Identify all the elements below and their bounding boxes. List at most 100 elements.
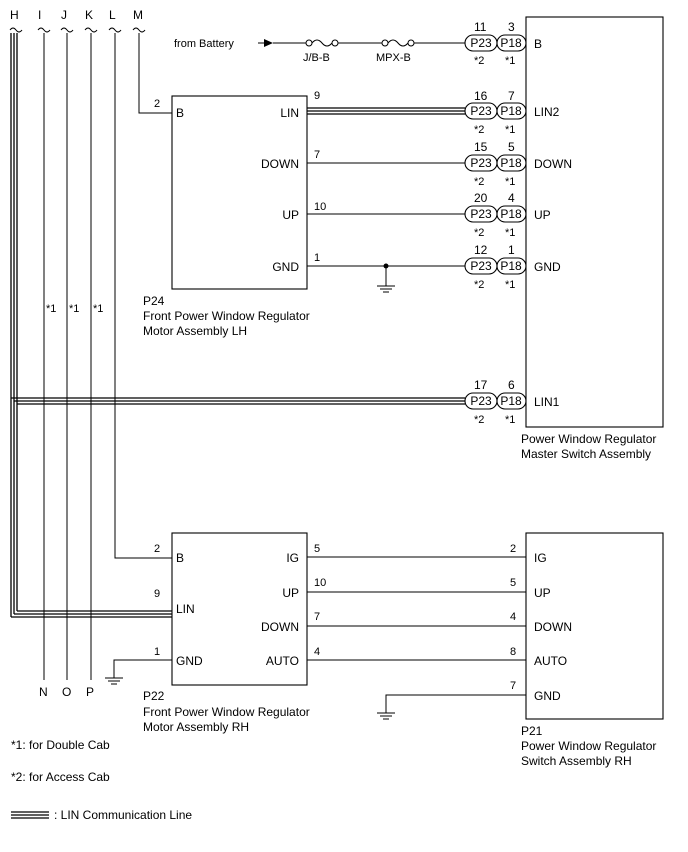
legend-note1: *1: for Double Cab: [11, 738, 110, 752]
wire-l: [114, 33, 172, 559]
p22-num-auto: 4: [314, 646, 320, 658]
master-pin-up: UP: [534, 208, 551, 222]
svg-text:*2: *2: [474, 227, 484, 239]
svg-text:5: 5: [508, 140, 515, 154]
ground-icon: [377, 266, 395, 293]
svg-text:15: 15: [474, 140, 488, 154]
connector-row-lin1: 17 6 P23 P18 *2 *1: [464, 378, 527, 426]
label-o: O: [62, 685, 71, 699]
squiggle-mark: [132, 27, 146, 33]
p21-num-gnd: 7: [510, 680, 516, 692]
svg-text:*1: *1: [505, 176, 515, 188]
svg-text:P23: P23: [470, 36, 492, 50]
p21-pin-ig: IG: [534, 551, 547, 565]
p24-num-gnd: 1: [314, 252, 320, 264]
fuse-jb-b: [305, 39, 339, 47]
lin-bus-h: [9, 27, 465, 618]
fuse1-label: J/B-B: [303, 52, 330, 64]
label-i: I: [38, 8, 41, 22]
p22-code: P22: [143, 689, 165, 703]
p22-pin-auto: AUTO: [266, 654, 299, 668]
squiggle-mark: [60, 27, 74, 33]
svg-text:P18: P18: [500, 394, 522, 408]
master-pin-gnd: GND: [534, 260, 561, 274]
svg-text:16: 16: [474, 89, 488, 103]
p24-name2: Motor Assembly LH: [143, 324, 247, 338]
connector-row-lin2: 16 7 P23 P18 *2 *1: [464, 89, 527, 136]
p21-pin-gnd: GND: [534, 689, 561, 703]
p24-code: P24: [143, 294, 165, 308]
label-n: N: [39, 685, 48, 699]
p24-num-lin: 9: [314, 90, 320, 102]
master-pin-down: DOWN: [534, 157, 572, 171]
p22-pin-down: DOWN: [261, 620, 299, 634]
p21-name1: Power Window Regulator: [521, 739, 656, 753]
svg-text:P18: P18: [500, 156, 522, 170]
p22-name2: Motor Assembly RH: [143, 720, 249, 734]
svg-text:3: 3: [508, 20, 515, 34]
master-pin-lin1: LIN1: [534, 395, 560, 409]
p22-num-ig: 5: [314, 543, 320, 555]
connector-row-b: 11 3 P23 P18 *2 *1: [464, 20, 527, 67]
p21-num-auto: 8: [510, 646, 516, 658]
side-note-2: *1: [69, 303, 79, 315]
p24-pin-lin: LIN: [280, 106, 299, 120]
label-j: J: [61, 8, 67, 22]
svg-text:17: 17: [474, 378, 488, 392]
p24-pin-gnd: GND: [272, 260, 299, 274]
p22-pin-lin: LIN: [176, 602, 195, 616]
p24-num-up: 10: [314, 201, 326, 213]
lin-legend-swatch: [11, 811, 49, 819]
master-pin-b: B: [534, 37, 542, 51]
squiggle-mark: [108, 27, 122, 33]
svg-text:P18: P18: [500, 259, 522, 273]
svg-text:P23: P23: [470, 156, 492, 170]
svg-text:*2: *2: [474, 124, 484, 136]
battery-label: from Battery: [174, 38, 234, 50]
label-h: H: [10, 8, 19, 22]
svg-text:*1: *1: [505, 227, 515, 239]
wire-m: [138, 33, 172, 114]
ground-icon: [105, 659, 172, 685]
connector-row-up: 20 4 P23 P18 *2 *1: [464, 191, 527, 239]
side-note-1: *1: [46, 303, 56, 315]
squiggle-mark: [37, 27, 51, 33]
p21-pin-up: UP: [534, 586, 551, 600]
legend-lin: : LIN Communication Line: [54, 808, 192, 822]
svg-text:*1: *1: [505, 55, 515, 67]
p24-pin-b: B: [176, 106, 184, 120]
master-name2: Master Switch Assembly: [521, 447, 651, 461]
squiggle-mark: [84, 27, 98, 33]
label-k: K: [85, 8, 93, 22]
label-l: L: [109, 8, 116, 22]
side-note-3: *1: [93, 303, 103, 315]
svg-text:1: 1: [508, 243, 515, 257]
ground-icon: [377, 694, 526, 720]
svg-text:7: 7: [508, 89, 515, 103]
p22-num-down: 7: [314, 611, 320, 623]
p22-pin-up: UP: [282, 586, 299, 600]
lin2-bus: [307, 107, 465, 115]
p22-num-up: 10: [314, 577, 326, 589]
p24-b-num: 2: [154, 98, 160, 110]
p21-num-up: 5: [510, 577, 516, 589]
p22-pin-b: B: [176, 551, 184, 565]
p22-pin-gnd: GND: [176, 654, 203, 668]
p24-box: [171, 95, 308, 290]
p21-pin-auto: AUTO: [534, 654, 567, 668]
p24-pin-up: UP: [282, 208, 299, 222]
svg-text:P23: P23: [470, 259, 492, 273]
squiggle-mark: [9, 27, 23, 33]
svg-text:*1: *1: [505, 124, 515, 136]
svg-text:P23: P23: [470, 207, 492, 221]
legend-note2: *2: for Access Cab: [11, 770, 110, 784]
svg-text:20: 20: [474, 191, 488, 205]
svg-text:*2: *2: [474, 414, 484, 426]
p21-name2: Switch Assembly RH: [521, 754, 632, 768]
svg-text:*2: *2: [474, 55, 484, 67]
p22-num-gnd: 1: [154, 646, 160, 658]
svg-text:P18: P18: [500, 104, 522, 118]
svg-text:P18: P18: [500, 207, 522, 221]
connector-row-down: 15 5 P23 P18 *2 *1: [464, 140, 527, 188]
